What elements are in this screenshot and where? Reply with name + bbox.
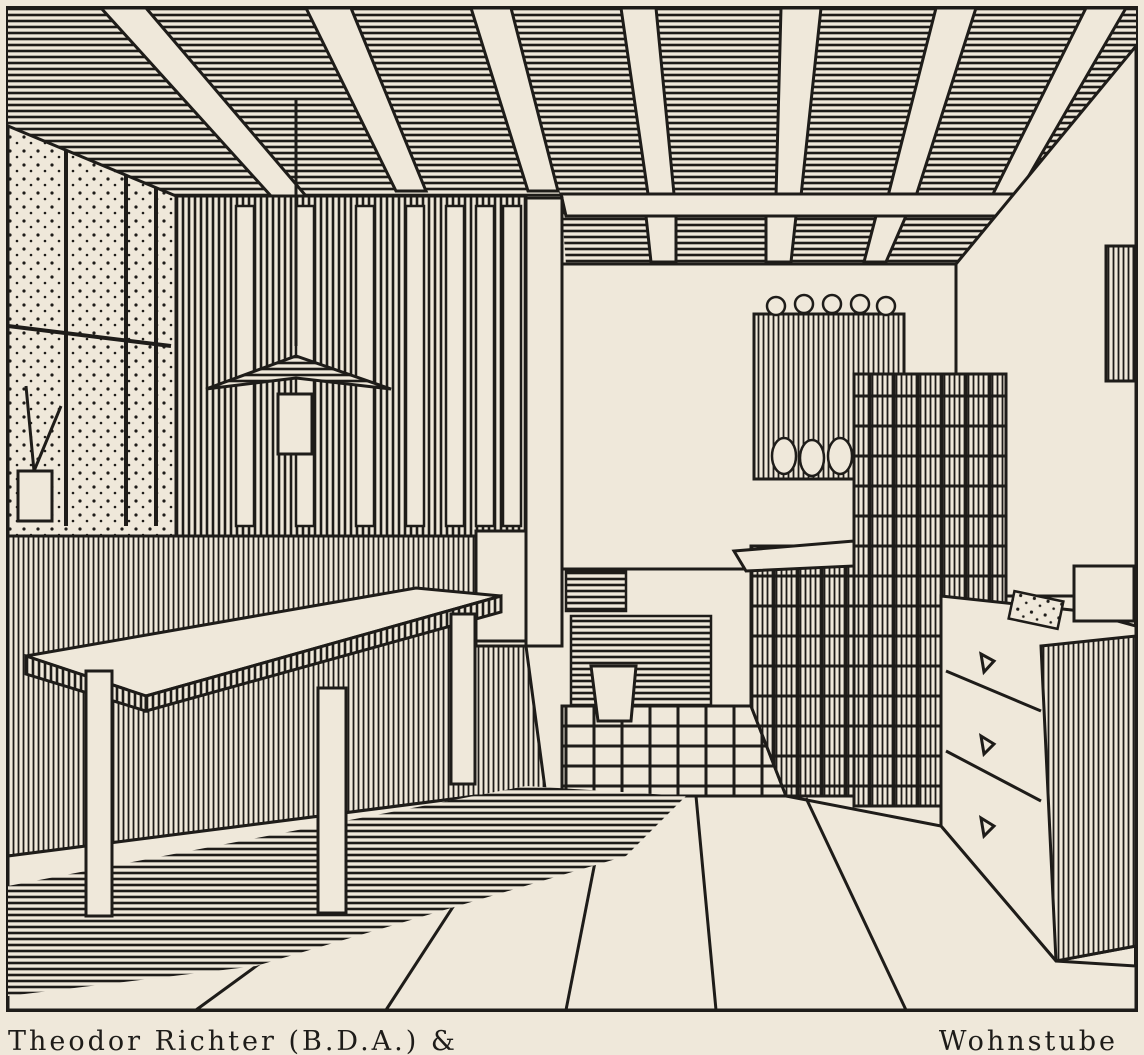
interior-illustration (6, 6, 1138, 1012)
caption-room-title: Wohnstube (938, 1026, 1118, 1055)
caption-architect: Theodor Richter (B.D.A.) & (8, 1026, 458, 1055)
